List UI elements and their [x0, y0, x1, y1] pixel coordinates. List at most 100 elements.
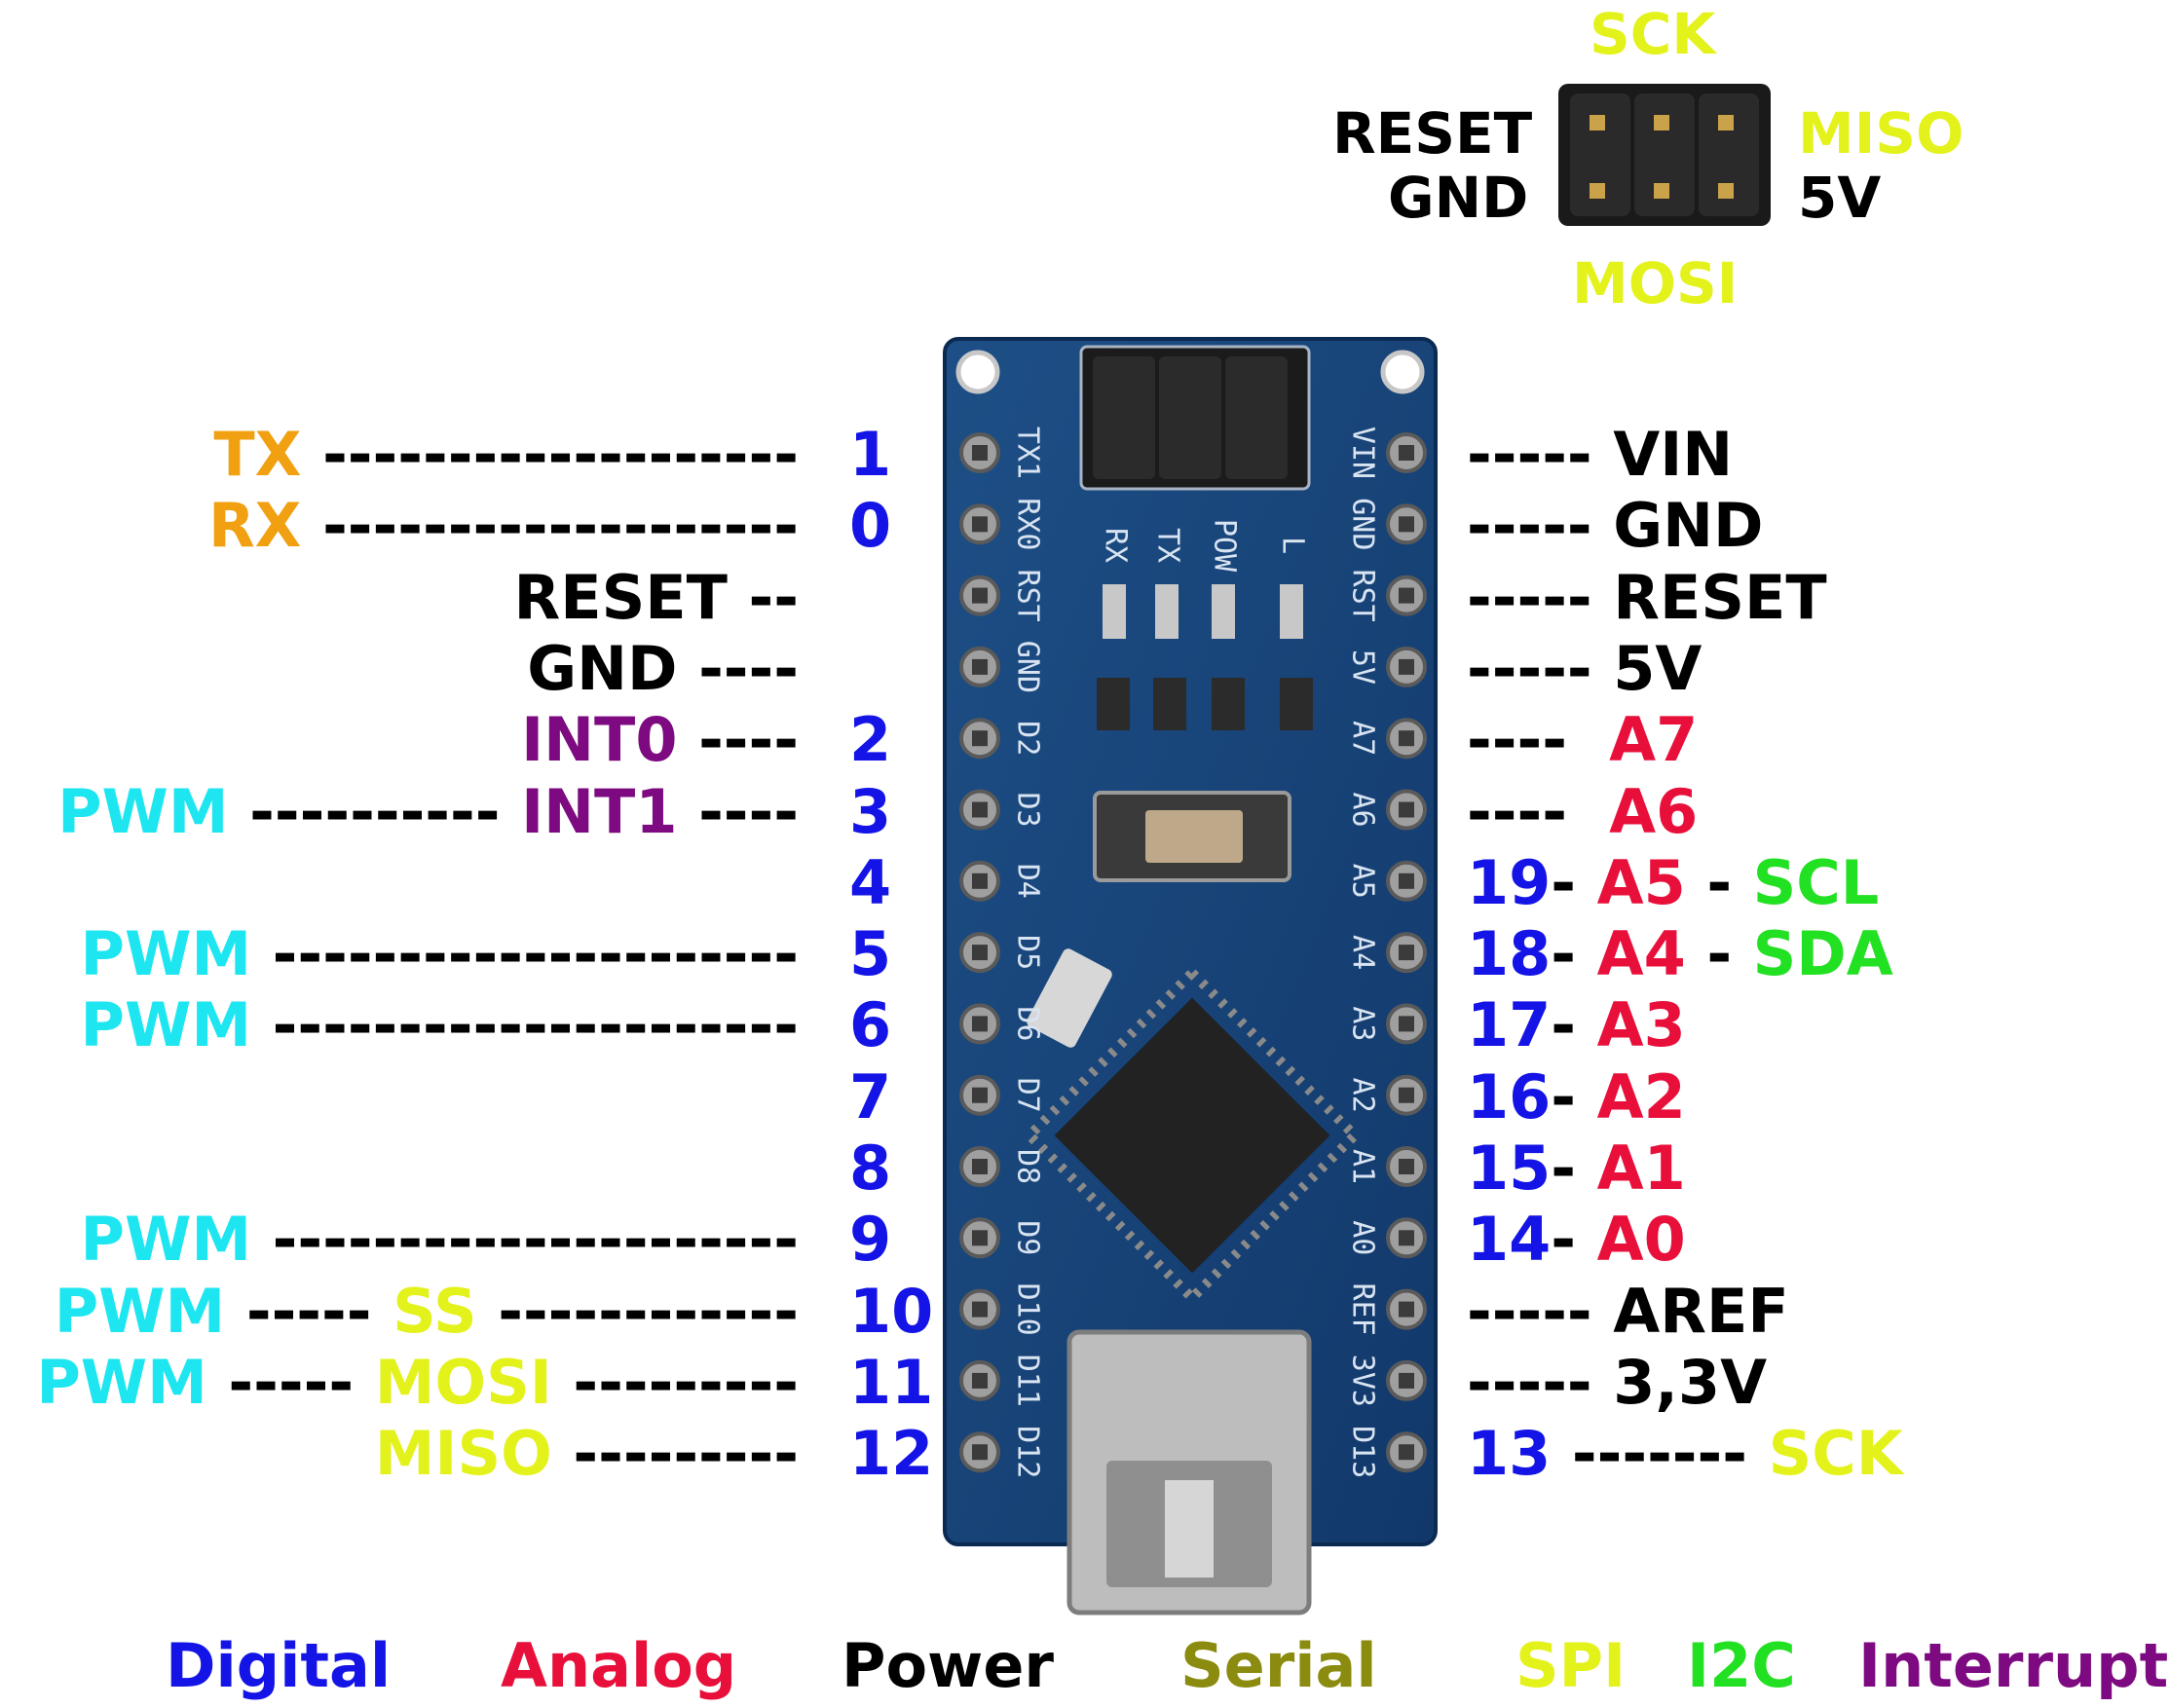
label-segment: A0 [1596, 1204, 1686, 1276]
header-pin-hole [1399, 516, 1414, 533]
label-segment: PWM [80, 1204, 252, 1276]
silk-right-12: REF [1346, 1283, 1380, 1336]
label-segment: PWM [57, 775, 229, 847]
header-pin-hole [972, 730, 988, 747]
left-pin-annotation: PWM --------------------- [81, 995, 800, 1056]
silk-right-10: A1 [1346, 1149, 1380, 1184]
label-segment: A6 [1609, 775, 1699, 847]
label-segment: 17 [1467, 989, 1552, 1061]
left-pin-annotation: INT0 ---- [521, 710, 799, 770]
header-pin-hole [972, 587, 988, 604]
silk-left-2: RST [1011, 570, 1045, 622]
header-pin-hole [1399, 1372, 1414, 1389]
label-segment: ----- [1467, 561, 1614, 633]
header-pin-hole [972, 1016, 988, 1032]
legend-item-serial: Serial [1180, 1630, 1377, 1701]
digital-pin-number: 12 [849, 1418, 934, 1490]
header-pin-hole [972, 1087, 988, 1103]
left-pin-annotation: GND ---- [527, 638, 799, 699]
icsp-header [1558, 84, 1771, 226]
header-pin-hole [1399, 1230, 1414, 1246]
header-pin-hole [1399, 801, 1414, 818]
label-segment: INT0 [521, 704, 678, 776]
label-segment: ----- [1467, 490, 1614, 562]
label-segment: - [1551, 989, 1597, 1061]
header-pin-hole [1399, 1444, 1414, 1461]
label-segment: ---- [1467, 704, 1610, 776]
digital-pin-number: 11 [849, 1346, 934, 1418]
silk-right-5: A6 [1346, 792, 1380, 827]
silk-right-11: A0 [1346, 1220, 1380, 1255]
header-pin-hole [1399, 445, 1414, 461]
label-segment: ----- [1467, 1346, 1614, 1418]
silk-right-2: RST [1346, 570, 1380, 622]
legend-item-analog: Analog [501, 1630, 737, 1701]
label-segment: 19 [1467, 846, 1552, 918]
label-segment: SCL [1752, 846, 1880, 918]
label-segment: 13 [1467, 1418, 1552, 1490]
silk-left-7: D5 [1011, 935, 1045, 970]
label-segment: A4 [1596, 918, 1686, 990]
label-segment: - [1551, 1132, 1597, 1204]
silk-right-14: D13 [1346, 1426, 1380, 1478]
icsp-label-top: SCK [1590, 1, 1716, 67]
digital-pin-number: 4 [849, 846, 892, 918]
label-segment: SS [393, 1275, 477, 1347]
right-pin-annotation: ----- RESET [1467, 567, 1827, 628]
label-segment: --------- [551, 1346, 799, 1418]
label-segment: - [1551, 1204, 1597, 1276]
right-pin-annotation: 13 ------- SCK [1467, 1424, 1903, 1484]
label-segment: --------- [551, 1418, 799, 1490]
label-segment: A5 [1596, 846, 1686, 918]
label-segment: A2 [1596, 1060, 1686, 1132]
label-segment: RESET [1613, 561, 1827, 633]
legend-item-i2c: I2C [1687, 1630, 1796, 1701]
label-segment: A7 [1609, 704, 1699, 776]
silk-led-1: TX [1151, 528, 1185, 563]
digital-pin-number: 0 [849, 490, 892, 562]
silk-left-6: D4 [1011, 864, 1045, 899]
silk-led-2: POW [1208, 519, 1242, 573]
silk-left-1: RX0 [1011, 498, 1045, 550]
header-pin-hole [972, 1159, 988, 1174]
left-pin-annotation: PWM ---------- INT1 ---- [57, 781, 799, 842]
silk-left-3: GND [1011, 641, 1045, 693]
label-segment: 3,3V [1613, 1346, 1768, 1418]
label-segment: GND ---- [527, 632, 799, 704]
digital-pin-number: 6 [849, 989, 892, 1061]
digital-pin-number: 8 [849, 1132, 892, 1204]
right-pin-annotation: ----- 3,3V [1467, 1352, 1767, 1413]
right-pin-annotation: 19- A5 - SCL [1467, 852, 1879, 913]
left-pin-annotation: RESET -- [514, 567, 799, 628]
label-segment: RESET -- [513, 561, 799, 633]
icsp-label-bottom: MOSI [1572, 250, 1739, 316]
label-segment: VIN [1613, 419, 1734, 490]
right-pin-annotation: 18- A4 - SDA [1467, 924, 1893, 984]
left-pin-annotation: PWM ----- SS ------------ [55, 1281, 799, 1342]
legend-item-power: Power [842, 1630, 1054, 1701]
header-pin-hole [1399, 587, 1414, 604]
header-pin-hole [1399, 730, 1414, 747]
header-pin-hole [1399, 873, 1414, 889]
silk-left-13: D11 [1011, 1355, 1045, 1407]
silk-left-8: D6 [1011, 1006, 1045, 1041]
right-pin-annotation: ----- 5V [1467, 638, 1702, 699]
digital-pin-number: 1 [849, 419, 892, 490]
right-pin-annotation: ----- VIN [1467, 425, 1733, 485]
left-pin-header [959, 432, 1000, 1473]
header-pin-hole [1399, 658, 1414, 675]
silk-right-3: 5V [1346, 650, 1380, 685]
header-pin-hole [972, 445, 988, 461]
label-segment: ---- [677, 775, 799, 847]
label-segment: AREF [1613, 1275, 1789, 1347]
digital-pin-number: 10 [849, 1275, 934, 1347]
silk-right-0: VIN [1346, 427, 1380, 479]
label-segment: ------- [1551, 1418, 1769, 1490]
silk-left-10: D8 [1011, 1149, 1045, 1184]
digital-pin-number: 7 [849, 1060, 892, 1132]
right-pin-annotation: 16- A2 [1467, 1066, 1686, 1128]
right-pin-annotation: 17- A3 [1467, 995, 1686, 1056]
label-segment: SCK [1768, 1418, 1903, 1490]
